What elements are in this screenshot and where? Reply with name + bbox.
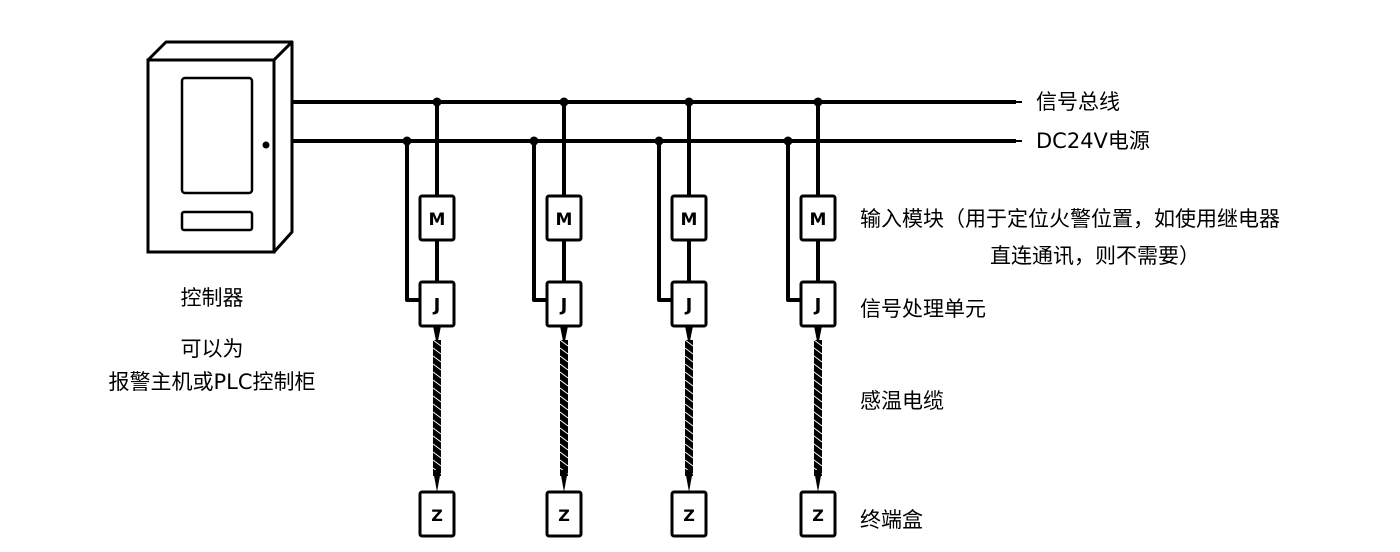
heat-cable [814,340,822,476]
cable-top-taper [685,326,693,346]
branches: M J Z M J Z M J Z M J Z [402,97,837,538]
cable-twist-marks [684,339,694,475]
cable-top-taper [560,326,568,346]
power-junction-dot [529,136,539,146]
end-box-letter: Z [812,506,824,525]
cable-bottom-taper [560,470,568,492]
cable-bottom-taper [433,470,441,492]
cable-bottom-taper [685,470,693,492]
controller-subtitle-2: 报警主机或PLC控制柜 [108,370,316,394]
heat-cable [685,340,693,476]
cabinet-top-face [146,40,294,62]
signal-junction-dot [684,97,694,107]
power-junction-dot [402,136,412,146]
processor-letter: J [432,295,441,316]
cable-bottom-taper [814,470,822,492]
signal-junction-dot [432,97,442,107]
branch-power-drop [786,141,802,302]
input-module-letter: M [810,210,827,230]
branch-power-drop [532,141,548,302]
input-module-letter: M [681,210,698,230]
end-box [670,490,708,538]
end-box [799,490,837,538]
signal-junction-dot [813,97,823,107]
cable-twist-marks [813,339,823,475]
cable-top-taper [814,326,822,346]
heat-cable [560,340,568,476]
end-box-letter: Z [683,506,695,525]
power-bus-label: DC24V电源 [1036,129,1150,153]
cable-label: 感温电缆 [860,389,944,413]
cabinet-side-face [272,40,294,254]
input-module-letter: M [556,210,573,230]
signal-bus-label: 信号总线 [1036,90,1120,114]
processor-letter: J [559,295,568,316]
signal-junction-dot [559,97,569,107]
end-box [418,490,456,538]
processor-letter: J [813,295,822,316]
heat-cable [433,340,441,476]
end-box-letter: Z [431,506,443,525]
input-module-label-1: 输入模块（用于定位火警位置，如使用继电器 [860,207,1280,231]
cable-twist-marks [559,339,569,475]
end-box-letter: Z [558,506,570,525]
power-junction-dot [654,136,664,146]
processor-letter: J [684,295,693,316]
controller-cabinet [146,40,294,254]
controller-subtitle-1: 可以为 [180,337,244,361]
cable-top-taper [433,326,441,346]
processor-label: 信号处理单元 [860,297,986,321]
cabinet-knob [262,141,270,149]
branch-power-drop [405,141,421,302]
input-module-letter: M [429,210,446,230]
cabinet-slot [180,210,254,232]
end-box [545,490,583,538]
end-box-label: 终端盒 [860,508,923,532]
branch-power-drop [657,141,673,302]
cable-twist-marks [432,339,442,475]
cabinet-window [180,76,254,195]
input-module-label-2: 直连通讯，则不需要） [990,244,1200,268]
power-junction-dot [783,136,793,146]
controller-title: 控制器 [180,286,244,310]
